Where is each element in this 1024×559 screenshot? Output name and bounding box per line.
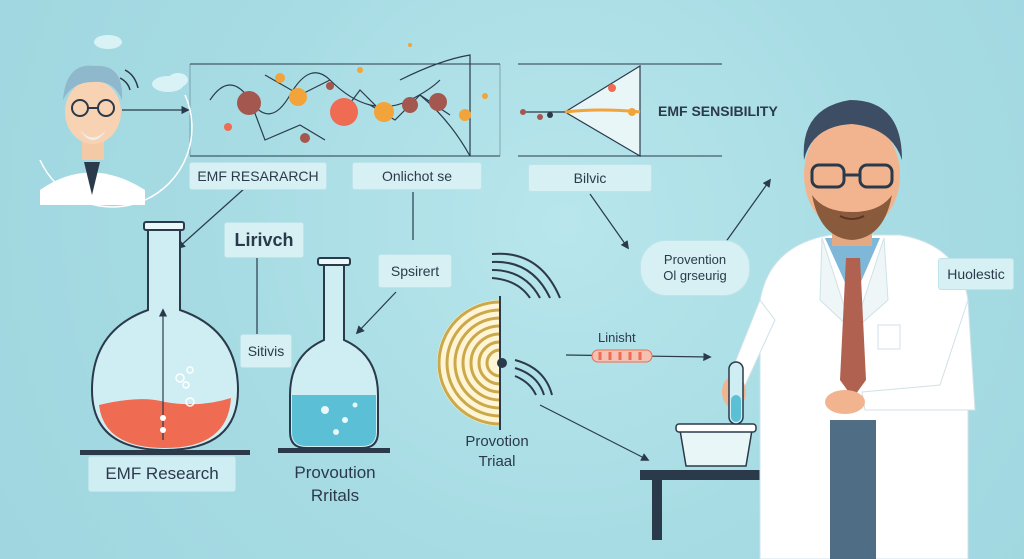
lab-table-icon — [640, 423, 810, 540]
provotion-triaal-line2: Triaal — [478, 453, 516, 471]
round-flask-icon — [80, 221, 250, 455]
cloud-icon — [94, 35, 188, 92]
emf-sensibility-label: EMF SENSIBILITY — [658, 103, 778, 119]
sitivis-label: Sitivis — [240, 334, 292, 368]
emf-research-bottom-label: EMF Research — [88, 456, 236, 492]
network-nodes — [224, 43, 488, 143]
onlichot-text: Onlichot se — [381, 168, 453, 184]
provotion-triaal-line1: Provotion — [465, 433, 529, 450]
emf-research-bottom-text: EMF Research — [105, 464, 219, 483]
provotion-triaal-label: Provotion Triaal — [452, 432, 542, 473]
provention-line2: Ol grseurig — [663, 268, 727, 283]
emf-research-top-label: EMF RESARARCH — [189, 162, 327, 190]
lirivch-text: Lirivch — [234, 229, 294, 250]
scientist-icon — [722, 100, 976, 559]
huolestic-label: Huolestic — [938, 258, 1014, 290]
provention-line1: Provention — [663, 251, 727, 267]
signal-wave-icon — [437, 252, 561, 430]
bilvic-text: Bilvic — [573, 170, 607, 186]
test-tube-icon — [591, 349, 653, 363]
panel-rules — [189, 63, 722, 157]
provention-label: Provention Ol grseurig — [640, 240, 750, 296]
lirivch-label: Lirivch — [224, 222, 304, 258]
provoution-rritals-line1: Provoution — [294, 463, 376, 482]
emf-research-top-text: EMF RESARARCH — [197, 168, 319, 184]
spsirert-text: Spsirert — [390, 263, 440, 279]
sitivis-text: Sitivis — [247, 343, 285, 359]
huolestic-text: Huolestic — [947, 266, 1005, 282]
provoution-rritals-line2: Rritals — [310, 485, 360, 505]
cone-graph-icon — [520, 64, 641, 158]
onlichot-label: Onlichot se — [352, 162, 482, 190]
linisht-label: Linisht — [598, 330, 636, 345]
bilvic-label: Bilvic — [528, 164, 652, 192]
scientist-avatar-icon — [39, 65, 193, 208]
provoution-rritals-label: Provoution Rritals — [284, 462, 386, 508]
tall-flask-icon — [278, 257, 390, 453]
spsirert-label: Spsirert — [378, 254, 452, 288]
